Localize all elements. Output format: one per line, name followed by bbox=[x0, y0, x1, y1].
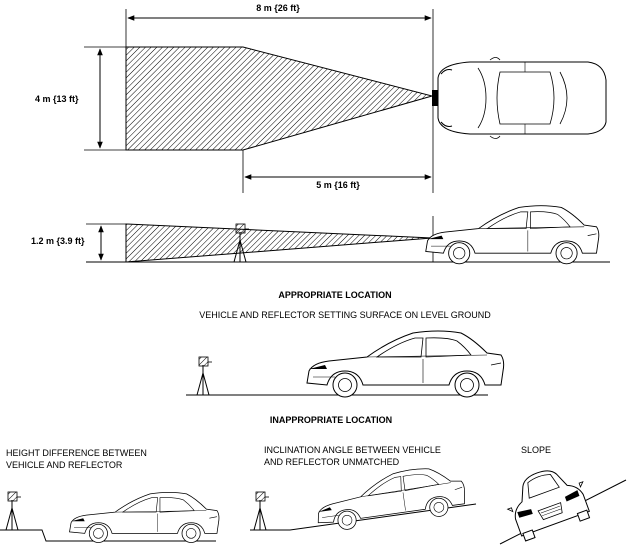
dimension-label-1-2m: 1.2 m {3.9 ft} bbox=[31, 236, 85, 246]
headlight-aimer bbox=[196, 356, 213, 396]
inappropriate-location-heading: INAPPROPRIATE LOCATION bbox=[269, 415, 393, 425]
side-view bbox=[86, 205, 610, 265]
height-difference-scene bbox=[0, 491, 220, 543]
height-difference-caption: HEIGHT DIFFERENCE BETWEEN VEHICLE AND RE… bbox=[6, 448, 147, 470]
appropriate-location-caption: VEHICLE AND REFLECTOR SETTING SURFACE ON… bbox=[199, 310, 491, 320]
slope-scene bbox=[499, 470, 627, 545]
vehicle-side-view bbox=[306, 330, 505, 398]
dimension-label-5m: 5 m {16 ft} bbox=[316, 180, 360, 190]
inclination-scene bbox=[250, 462, 477, 534]
slope-caption: SLOPE bbox=[521, 445, 552, 455]
headlight-aimer bbox=[253, 491, 270, 531]
vehicle-top-view bbox=[432, 57, 607, 139]
dimension-label-4m: 4 m {13 ft} bbox=[35, 94, 79, 104]
sloped-ground bbox=[250, 503, 477, 531]
appropriate-location-heading: APPROPRIATE LOCATION bbox=[278, 290, 392, 300]
vehicle-side-view bbox=[425, 205, 600, 265]
vehicle-side-view bbox=[312, 462, 469, 534]
vehicle-front-view bbox=[506, 470, 591, 542]
headlight-aimer bbox=[5, 491, 22, 531]
beam-area-top bbox=[125, 46, 434, 151]
dimension-label-8m: 8 m {26 ft} bbox=[256, 3, 300, 13]
stepped-ground bbox=[0, 529, 216, 542]
vehicle-side-view bbox=[69, 491, 220, 543]
inclination-angle-caption: INCLINATION ANGLE BETWEEN VEHICLE AND RE… bbox=[264, 445, 441, 467]
top-view bbox=[84, 9, 607, 193]
appropriate-scene bbox=[186, 330, 505, 398]
beam-area-side bbox=[125, 223, 433, 263]
